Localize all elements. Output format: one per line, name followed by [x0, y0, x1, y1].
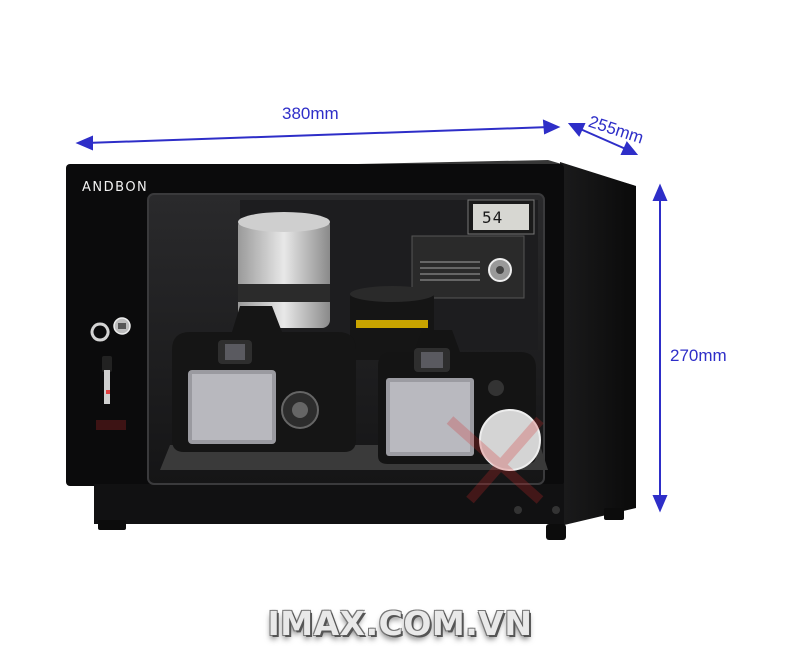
black-lens: [350, 286, 434, 360]
width-dimension-line: [75, 119, 561, 151]
cabinet-foot-right: [546, 524, 566, 540]
hygrometer-reading: 54: [482, 208, 504, 227]
cabinet-base: [94, 484, 564, 524]
cabinet-foot-left: [98, 520, 126, 530]
width-dimension-label: 380mm: [282, 104, 339, 123]
depth-dimension-line: [567, 123, 639, 155]
canon-camera: [172, 306, 356, 452]
cabinet-foot-back: [604, 508, 624, 520]
brand-logo-text: ANDBON: [82, 180, 149, 195]
telephoto-lens: [238, 212, 330, 328]
site-watermark: IMAX.COM.VN: [267, 604, 533, 643]
key-icon: [90, 322, 112, 404]
cabinet-side-panel: [560, 162, 636, 526]
height-dimension-line: [652, 183, 668, 513]
height-dimension-label: 270mm: [670, 346, 727, 365]
humidity-puck: [479, 409, 541, 471]
door-lock-icon: [113, 317, 131, 335]
imax-watermark-overlay: [96, 416, 544, 504]
